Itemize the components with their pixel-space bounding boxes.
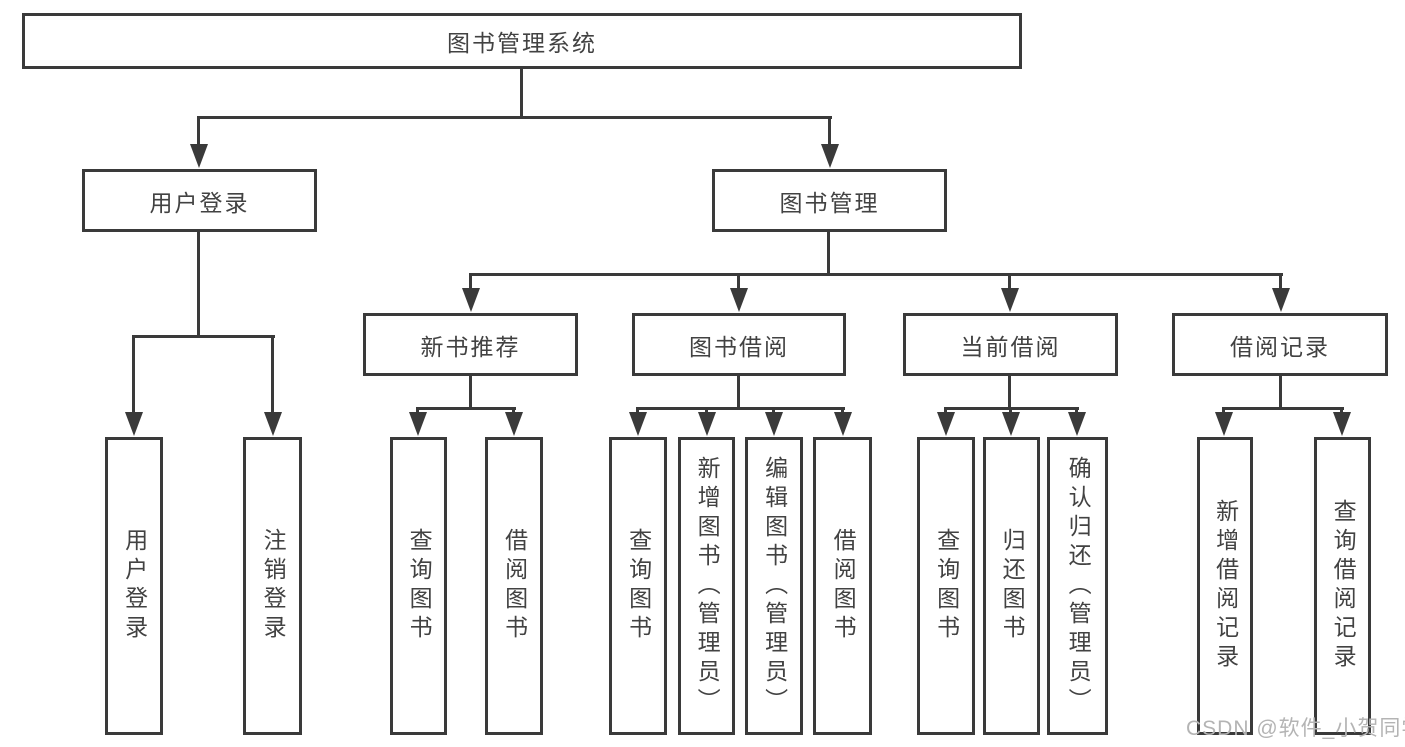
connector-line [132,335,275,338]
connector-line [1279,376,1282,409]
leaf-query-books-current: 查询图书 [917,437,975,735]
connector-line [197,116,200,146]
node-label: 用户登录 [149,189,250,216]
arrowhead-icon [125,412,143,436]
arrowhead-icon [462,288,480,312]
leaf-query-borrow-record: 查询借阅记录 [1314,437,1371,735]
arrowhead-icon [505,412,523,436]
connector-line [1008,273,1011,290]
node-label: 新书推荐 [420,333,521,360]
arrowhead-icon [1272,288,1290,312]
node-label: 图书管理 [779,189,880,216]
node-borrowing-records: 借阅记录 [1172,313,1388,376]
connector-line [271,335,274,414]
node-label: 当前借阅 [960,333,1061,360]
connector-line [1009,407,1012,416]
node-label: 查询图书 [625,528,652,644]
arrowhead-icon [698,412,716,436]
arrowhead-icon [190,144,208,168]
leaf-borrow-books-borrowing: 借阅图书 [813,437,872,735]
node-label: 图书借阅 [689,333,789,360]
connector-line [197,116,832,119]
node-label: 查询图书 [406,528,433,644]
node-new-book-recommendation: 新书推荐 [363,313,578,376]
node-label: 借阅图书 [501,528,528,644]
connector-line [772,407,775,416]
leaf-add-book-admin: 新增图书（管理员） [678,437,735,735]
arrowhead-icon [1215,412,1233,436]
node-label: 查询借阅记录 [1330,499,1357,673]
connector-line [416,407,419,416]
connector-line [512,407,515,416]
connector-line [1075,407,1078,416]
connector-line [1340,407,1343,416]
leaf-edit-book-admin: 编辑图书（管理员） [745,437,803,735]
connector-line [828,116,831,146]
arrowhead-icon [409,412,427,436]
connector-line [944,407,947,416]
connector-line [469,376,472,409]
connector-line [737,376,740,409]
node-label: 注销登录 [260,528,287,644]
connector-line [636,407,639,416]
connector-line [1279,273,1282,290]
leaf-borrow-books-recommend: 借阅图书 [485,437,543,735]
connector-line [1222,407,1225,416]
connector-line [737,273,740,290]
leaf-query-books-recommend: 查询图书 [390,437,447,735]
node-user-login: 用户登录 [82,169,317,232]
node-label: 新增图书（管理员） [694,455,721,717]
leaf-return-book: 归还图书 [983,437,1040,735]
arrowhead-icon [629,412,647,436]
leaf-logout: 注销登录 [243,437,302,735]
leaf-confirm-return-admin: 确认归还（管理员） [1047,437,1108,735]
leaf-user-login: 用户登录 [105,437,163,735]
arrowhead-icon [1001,288,1019,312]
node-book-borrowing: 图书借阅 [632,313,846,376]
arrowhead-icon [264,412,282,436]
node-library-management-system: 图书管理系统 [22,13,1022,69]
connector-line [469,273,472,290]
node-label: 借阅记录 [1230,333,1330,360]
leaf-add-borrow-record: 新增借阅记录 [1197,437,1253,735]
connector-line [841,407,844,416]
node-label: 查询图书 [933,528,960,644]
node-label: 新增借阅记录 [1212,499,1239,673]
arrowhead-icon [1068,412,1086,436]
connector-line [469,273,1283,276]
node-label: 编辑图书（管理员） [761,455,788,717]
connector-line [520,69,523,118]
connector-line [1222,407,1344,410]
connector-line [636,407,845,410]
connector-line [416,407,516,410]
node-label: 确认归还（管理员） [1065,455,1092,717]
connector-line [1008,376,1011,409]
arrowhead-icon [730,288,748,312]
arrowhead-icon [937,412,955,436]
node-label: 借阅图书 [830,528,857,644]
connector-line [827,232,830,275]
node-label: 图书管理系统 [447,30,597,56]
node-label: 用户登录 [121,528,148,644]
arrowhead-icon [834,412,852,436]
arrowhead-icon [821,144,839,168]
leaf-query-books-borrowing: 查询图书 [609,437,667,735]
node-label: 归还图书 [999,528,1026,644]
arrowhead-icon [1002,412,1020,436]
csdn-watermark: CSDN @软件_小贺同学 [1186,717,1405,740]
node-current-borrowing: 当前借阅 [903,313,1118,376]
connector-line [132,335,135,414]
connector-line [705,407,708,416]
arrowhead-icon [765,412,783,436]
connector-line [197,232,200,338]
arrowhead-icon [1333,412,1351,436]
node-book-management: 图书管理 [712,169,947,232]
